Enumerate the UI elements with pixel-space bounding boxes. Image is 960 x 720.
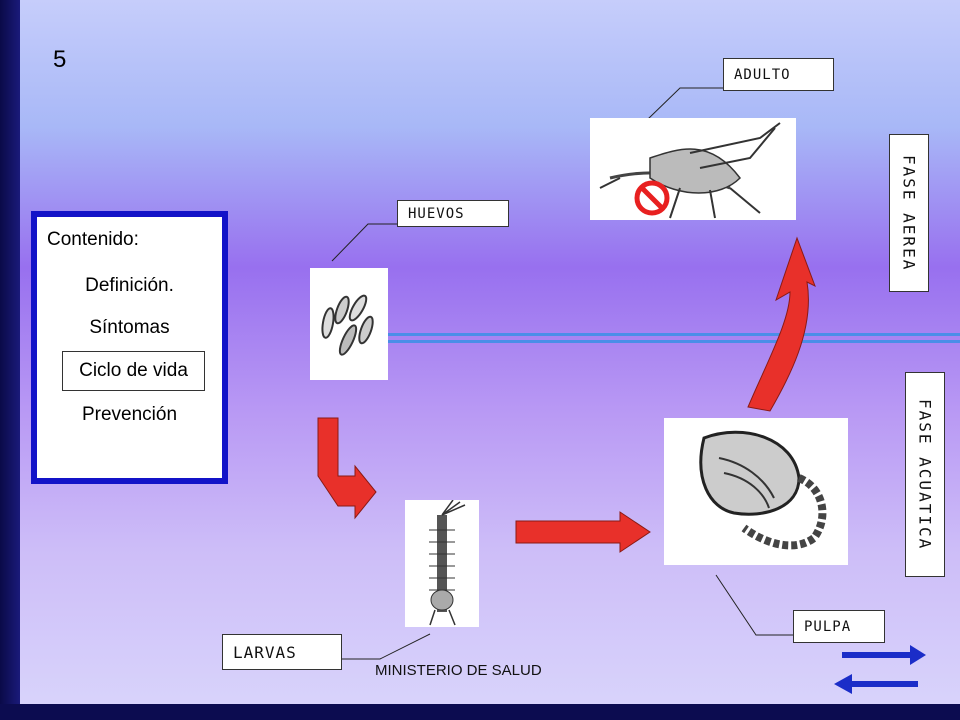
next-arrow-icon[interactable] <box>842 645 926 665</box>
stripe-divider <box>360 333 960 336</box>
slide-number: 5 <box>53 46 67 73</box>
bottom-bar <box>0 704 960 720</box>
adulto-connector <box>647 87 723 120</box>
label-larvas: LARVAS <box>222 634 342 670</box>
label-huevos: HUEVOS <box>397 200 509 227</box>
arrow-pulpa-to-adulto <box>747 236 816 412</box>
arrow-huevos-to-larvas <box>317 417 377 520</box>
menu-item-ciclo-de-vida[interactable]: Ciclo de vida <box>62 351 205 391</box>
pupa-image <box>664 418 848 565</box>
larvas-connector <box>342 633 431 660</box>
menu-item-sintomas[interactable]: Síntomas <box>89 317 170 338</box>
content-menu-title: Contenido: <box>47 229 139 250</box>
content-menu-panel: Contenido: Definición. Síntomas Ciclo de… <box>31 211 228 484</box>
pulpa-connector <box>715 574 793 636</box>
left-shadow-bar <box>0 0 20 720</box>
footer-ministerio: MINISTERIO DE SALUD <box>375 662 542 679</box>
eggs-image <box>310 268 388 380</box>
no-symbol-icon <box>634 180 670 216</box>
arrow-larvas-to-pulpa <box>515 511 651 553</box>
menu-item-prevencion[interactable]: Prevención <box>81 404 178 425</box>
prev-arrow-icon[interactable] <box>834 674 918 694</box>
huevos-connector <box>331 223 400 262</box>
label-fase-aerea: FASE AEREA <box>889 134 929 292</box>
label-pulpa: PULPA <box>793 610 885 643</box>
slide: 5 Contenido: Definición. Síntomas Ciclo … <box>20 0 960 704</box>
menu-item-definicion[interactable]: Definición. <box>85 275 174 296</box>
stripe-divider-2 <box>360 340 960 343</box>
label-fase-acuatica: FASE ACUATICA <box>905 372 945 577</box>
label-adulto: ADULTO <box>723 58 834 91</box>
larva-image <box>405 500 479 627</box>
adult-mosquito-image <box>590 118 796 220</box>
diagram-overlay <box>317 87 926 694</box>
